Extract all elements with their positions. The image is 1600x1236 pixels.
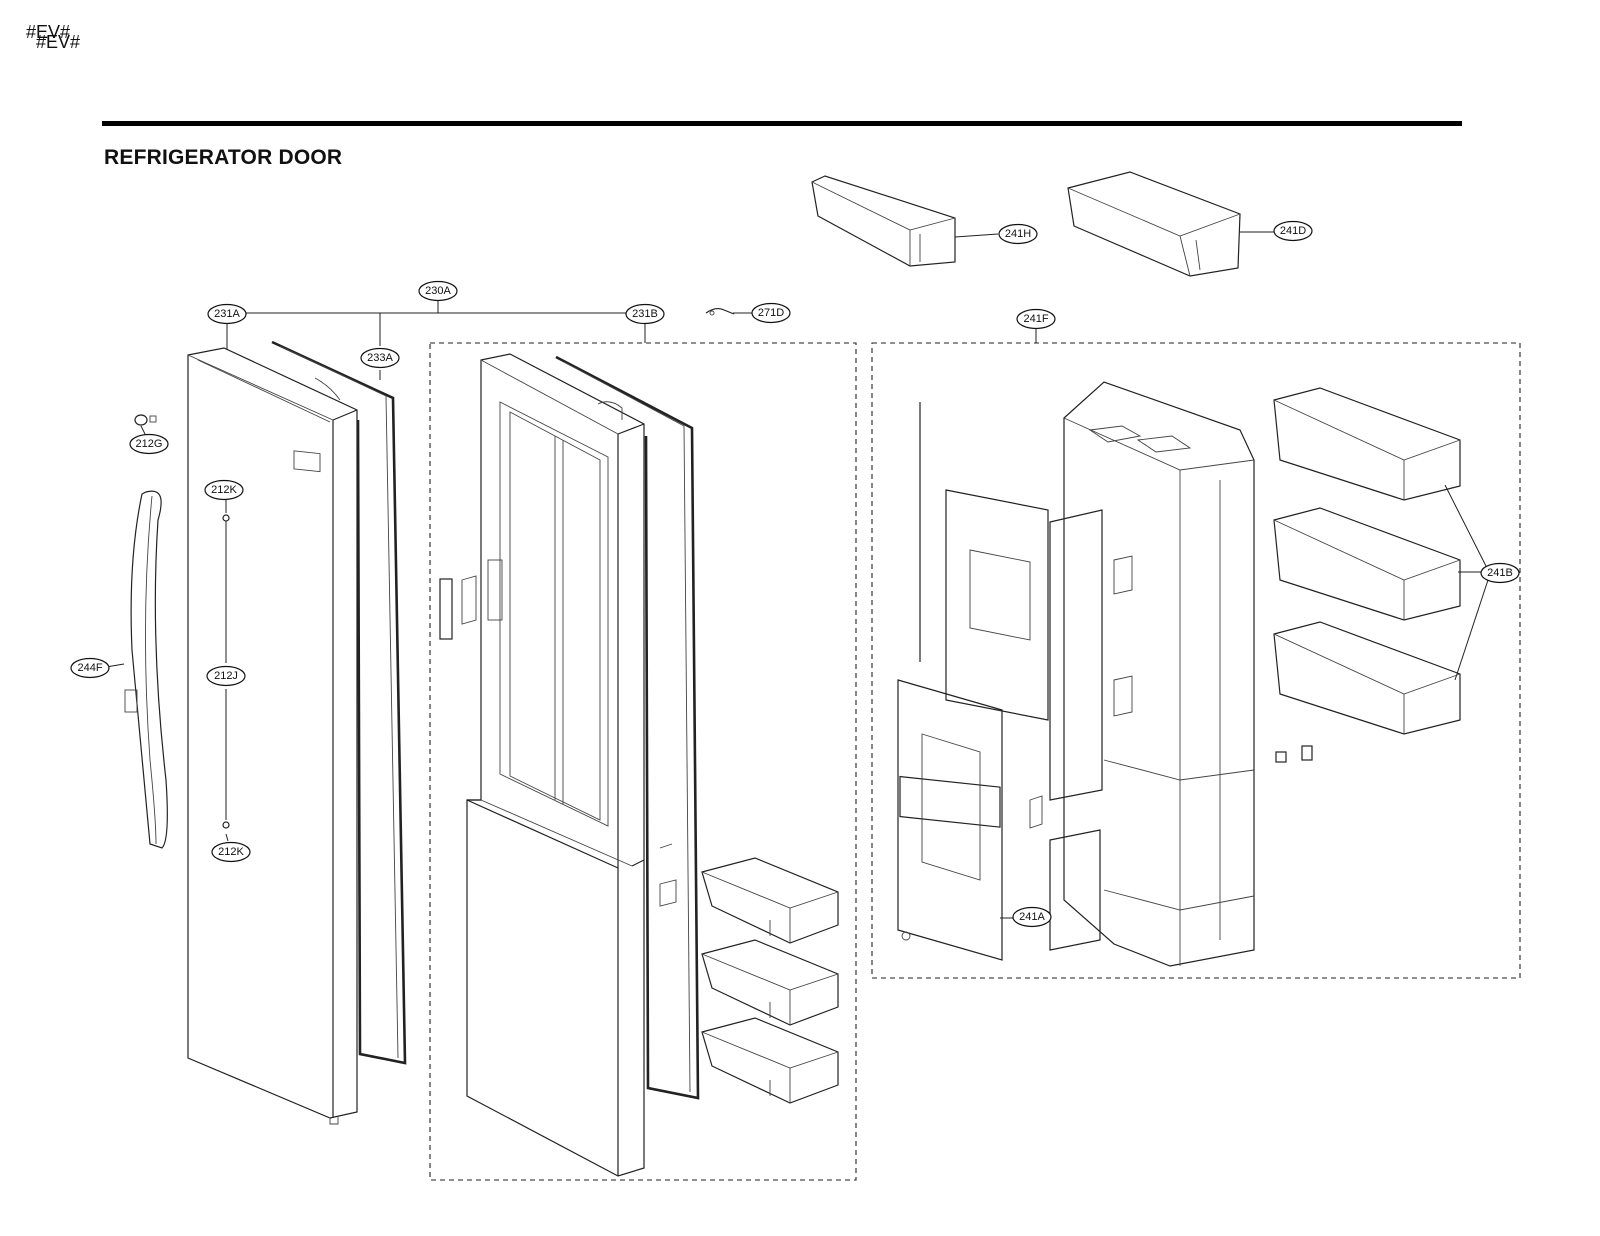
callout-label: 230A [425,285,451,297]
callout-212g: 212G [129,433,169,455]
door-bin-241b-2 [1273,507,1461,621]
door-panel-241a [897,679,1043,961]
callout-label: 241H [1005,228,1031,240]
callout-label: 212K [218,846,244,858]
callout-271d: 271D [751,302,791,324]
callout-241b: 241B [1480,562,1520,584]
callout-241h: 241H [998,223,1038,245]
callout-label: 271D [758,307,784,319]
callout-230a: 230A [418,280,458,302]
door-gasket-right [555,355,700,1100]
leader-lines [105,231,1489,919]
header-rule [102,121,1462,126]
callout-label: 212G [136,438,163,450]
door-liner-241f [1063,381,1255,967]
callout-212j: 212J [206,665,246,687]
corner-mark-1: #EV# [26,22,71,42]
screw-212k-bottom [222,821,230,829]
door-handle-244f [130,490,168,849]
callout-241d: 241D [1273,220,1313,242]
door-bin-241b-1 [1273,387,1461,501]
door-bin-left-2 [701,939,839,1026]
callout-label: 241D [1280,225,1306,237]
callout-233a: 233A [360,347,400,369]
door-frame-231b [466,353,645,1177]
callout-241f: 241F [1016,308,1056,330]
callout-241a: 241A [1012,906,1052,928]
callout-label: 241F [1023,313,1048,325]
small-part-a [1275,751,1287,763]
callout-label: 212J [214,670,238,682]
callout-212k-top: 212K [204,479,244,501]
door-liner-panel-upper [945,489,1049,721]
door-bin-241b-3 [1273,621,1461,735]
door-liner-group-frame [871,342,1521,979]
callout-label: 231A [214,308,240,320]
callout-label: 244F [77,662,102,674]
door-assembly-group-frame [429,342,857,1181]
door-liner-rail [1049,509,1103,801]
callout-label: 241B [1487,567,1513,579]
part-271d [705,307,735,315]
page-title: REFRIGERATOR DOOR [104,146,343,169]
callout-231a: 231A [207,303,247,325]
callout-212k-bottom: 212K [211,841,251,863]
door-panel-231a [187,347,358,1125]
callout-label: 233A [367,352,393,364]
door-liner-rail-lower [1049,829,1101,951]
screw-212k-top [222,514,230,522]
door-bin-241d [1067,171,1241,277]
callout-231b: 231B [625,303,665,325]
callout-label: 241A [1019,911,1045,923]
door-bin-left-3 [701,1017,839,1104]
small-part-b [1301,745,1313,761]
callout-label: 231B [632,308,658,320]
door-bin-241h [811,175,956,267]
door-hinge-hardware [439,559,677,907]
callout-244f: 244F [70,657,110,679]
door-gasket-233a [271,340,407,1065]
callout-label: 212K [211,484,237,496]
door-bin-left-1 [701,857,839,944]
corner-mark-2: #EV# [36,32,81,52]
clip-212g-part [134,414,157,426]
